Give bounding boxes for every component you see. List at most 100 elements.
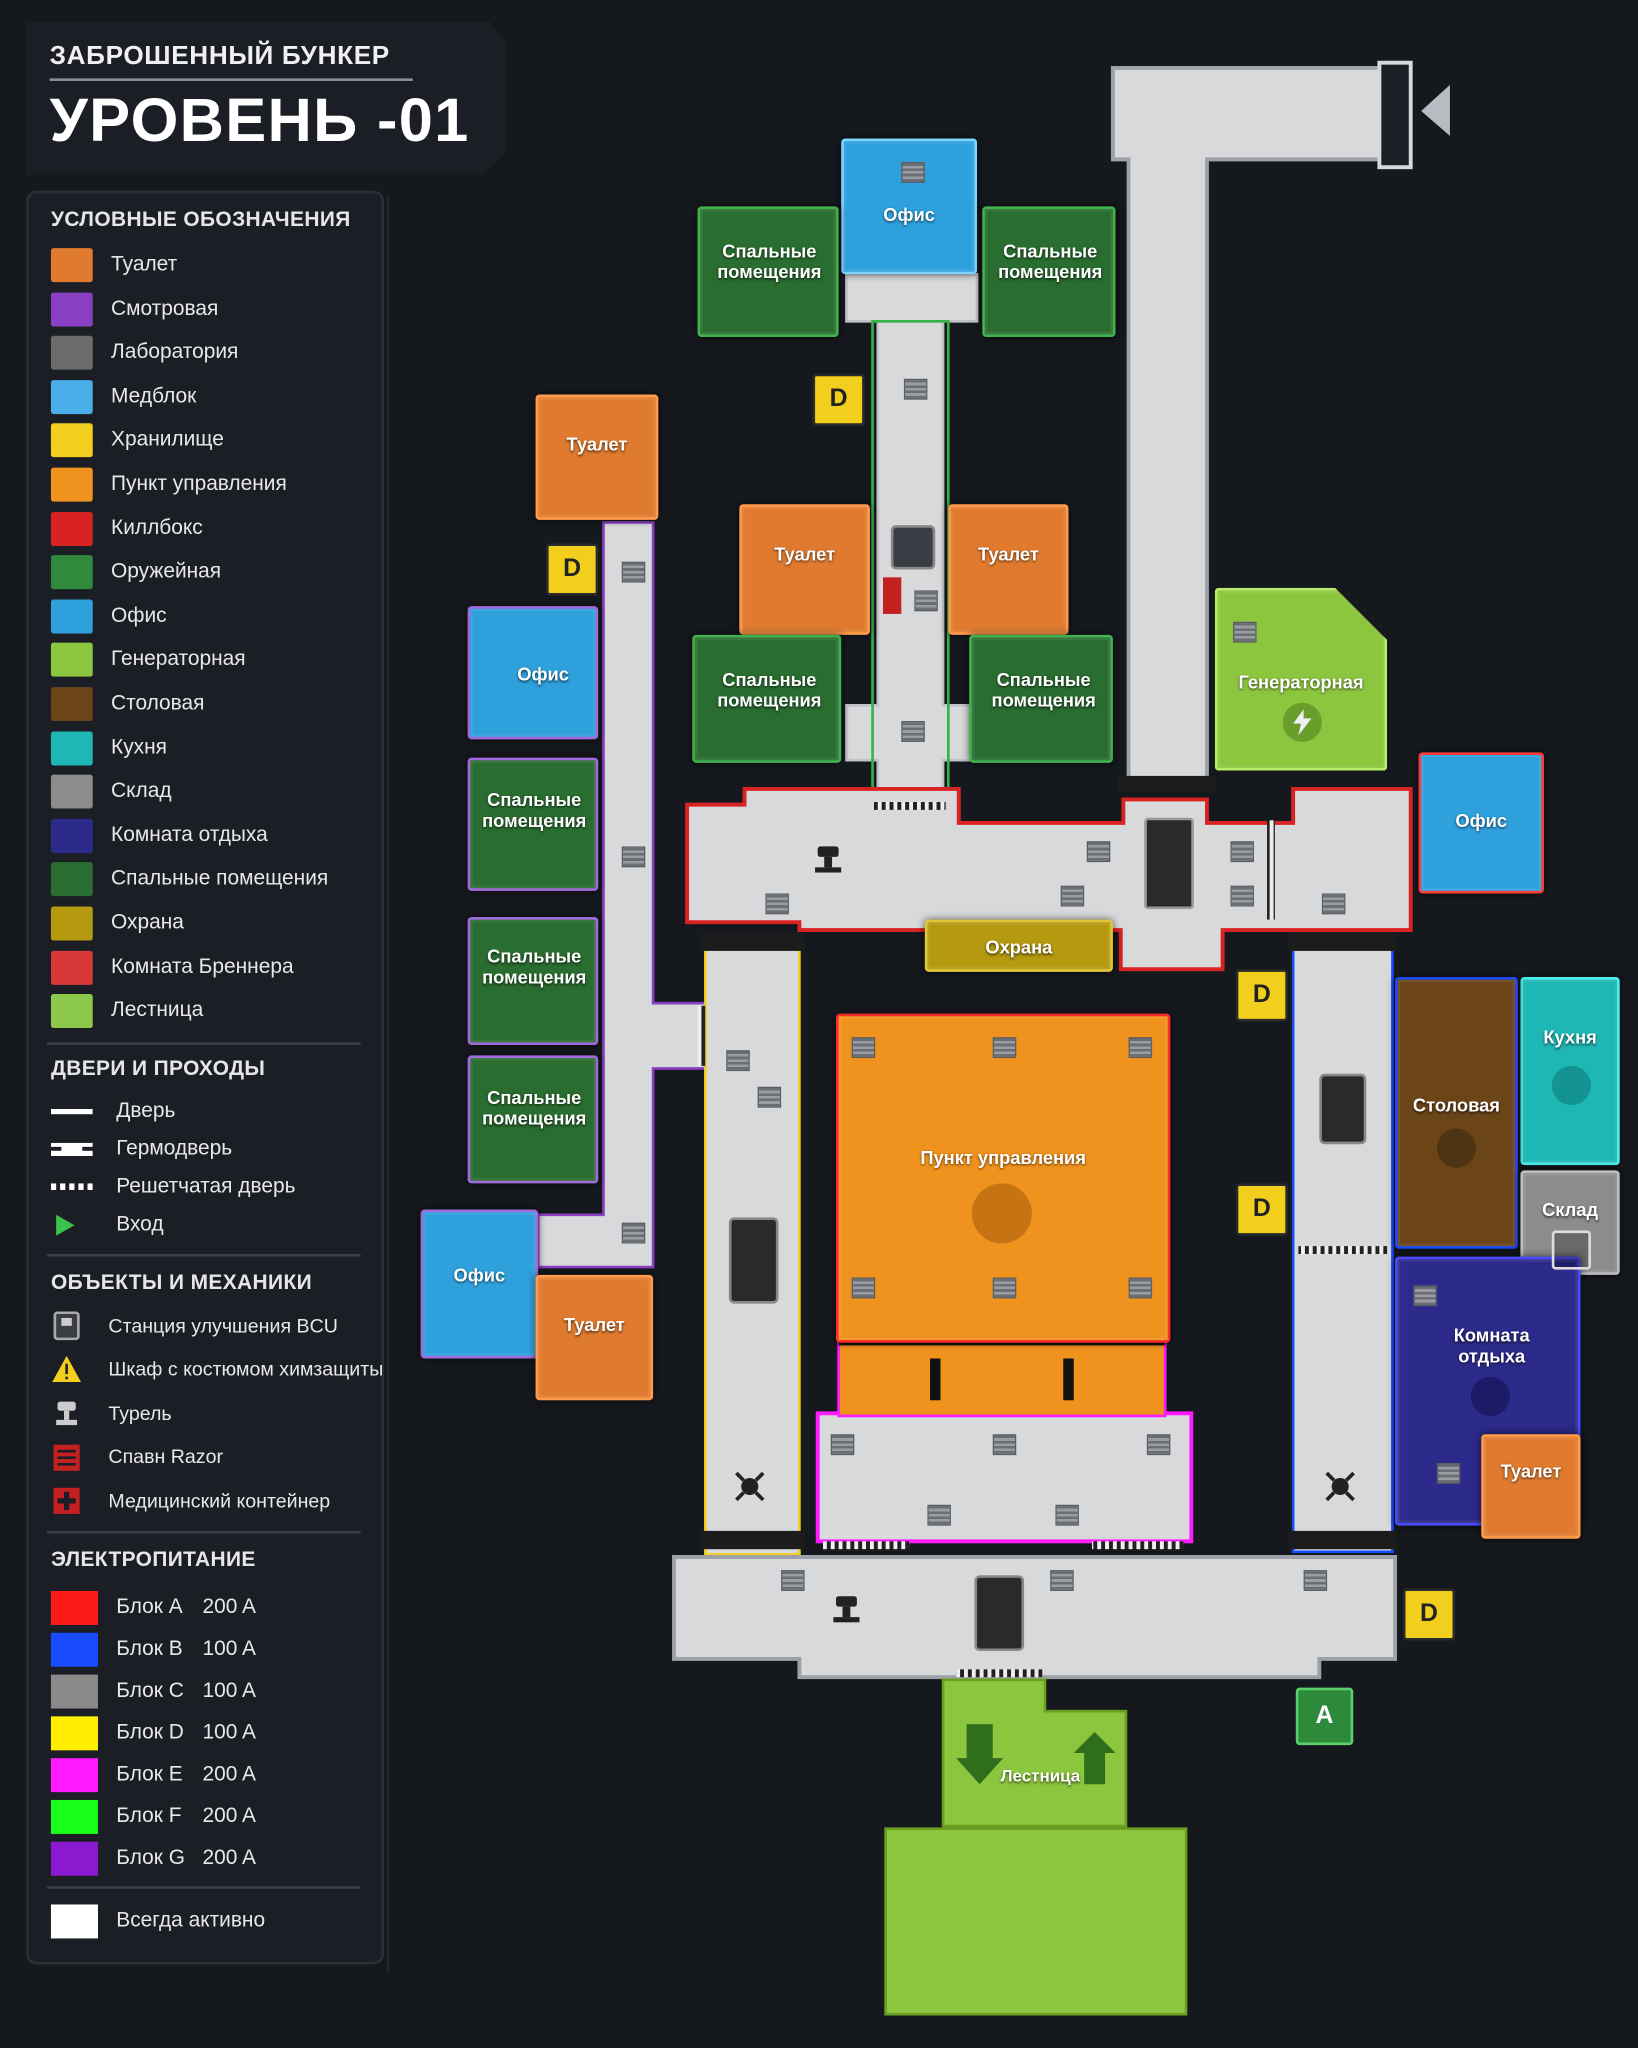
legend-divider — [47, 1042, 361, 1045]
room-office-right[interactable]: Офис — [1418, 752, 1544, 894]
room-office-left[interactable]: Офис — [467, 606, 599, 740]
razor-spawn-icon[interactable] — [883, 577, 902, 614]
room-toilet-mid-left[interactable]: Туалет — [739, 504, 870, 635]
room-sleep-left-3[interactable]: Спальные помещения — [467, 1055, 599, 1184]
room-label: Офис — [453, 1264, 506, 1286]
power-block-amperage: 200 A — [202, 1596, 256, 1619]
legend-divider — [47, 1253, 361, 1257]
legend-zone-item: Кухня — [50, 730, 167, 765]
room-generator[interactable]: Генераторная — [1214, 587, 1388, 771]
legend-object-label: Турель — [108, 1402, 172, 1425]
room-label: Пункт управления — [920, 1146, 1086, 1168]
turret-icon[interactable] — [731, 1468, 768, 1505]
room-sleep-left-1[interactable]: Спальные помещения — [467, 757, 599, 891]
power-block-name: Блок A — [116, 1596, 183, 1619]
vault-d-badge[interactable]: D — [1235, 1183, 1288, 1236]
grate-door — [1092, 1541, 1184, 1550]
room-security[interactable]: Охрана — [924, 919, 1113, 972]
room-toilet-mid-right[interactable]: Туалет — [948, 504, 1069, 635]
legend-swatch — [50, 248, 93, 283]
stairs-area — [941, 1678, 1128, 1828]
room-office-bottom-left[interactable]: Офис — [420, 1209, 539, 1359]
legend-zone-item: Хранилище — [50, 423, 224, 458]
legend-object-item: Шкаф с костюмом химзащиты — [51, 1353, 383, 1387]
upgrade-station-icon[interactable] — [974, 1575, 1025, 1652]
legend-power-item: Блок A 200 A — [50, 1590, 256, 1625]
power-block-name: Блок E — [116, 1763, 183, 1786]
main-corridor-bottom — [672, 1555, 1398, 1680]
room-kitchen[interactable]: Кухня — [1520, 977, 1620, 1166]
room-sleep-mid-right[interactable]: Спальные помещения — [969, 634, 1113, 763]
room-sleep-top-left[interactable]: Спальные помещения — [697, 206, 839, 338]
turret-icon[interactable] — [810, 841, 847, 878]
map-subtitle: ЗАБРОШЕННЫЙ БУНКЕР — [49, 41, 390, 71]
blast-door — [700, 1530, 805, 1550]
room-sleep-left-2[interactable]: Спальные помещения — [467, 916, 599, 1045]
room-sleep-mid-left[interactable]: Спальные помещения — [692, 634, 842, 763]
turret-icon[interactable] — [828, 1591, 865, 1628]
power-block-name: Блок F — [116, 1805, 182, 1828]
legend-zone-label: Комната отдыха — [111, 823, 268, 847]
legend-object-label: Спавн Razor — [108, 1445, 224, 1469]
vault-d-badge[interactable]: D — [546, 543, 599, 596]
entrance-a-badge[interactable]: A — [1295, 1687, 1354, 1746]
vault-d-badge[interactable]: D — [1235, 969, 1288, 1022]
legend-object-item: Турель — [51, 1396, 172, 1430]
vent-icon — [757, 1086, 782, 1108]
blast-door — [1118, 775, 1215, 792]
legend-power-heading: ЭЛЕКТРОПИТАНИЕ — [50, 1549, 256, 1572]
room-toilet-left-top[interactable]: Туалет — [535, 394, 659, 520]
room-office-top[interactable]: Офис — [841, 138, 978, 275]
upgrade-station-icon[interactable] — [890, 525, 936, 570]
vent-icon — [1233, 621, 1257, 643]
vent-icon — [781, 1570, 805, 1591]
stairs-lower — [884, 1827, 1188, 2016]
vent-icon — [765, 893, 789, 915]
room-label: Спальные помещения — [998, 240, 1103, 283]
map-title: УРОВЕНЬ -01 — [49, 84, 470, 155]
legend-door-label: Вход — [116, 1213, 164, 1236]
upgrade-station-icon[interactable] — [728, 1217, 779, 1304]
room-sleep-top-right[interactable]: Спальные помещения — [982, 206, 1116, 338]
legend-door-label: Решетчатая дверь — [116, 1175, 296, 1198]
legend-divider — [47, 1886, 361, 1889]
upgrade-station-icon[interactable] — [1319, 1073, 1367, 1145]
turret-icon[interactable] — [1322, 1468, 1359, 1505]
legend-zone-item: Охрана — [50, 906, 184, 941]
legend-door-label: Дверь — [116, 1099, 176, 1123]
legend-swatch — [50, 379, 93, 414]
vent-icon — [621, 561, 646, 583]
room-canteen[interactable]: Столовая — [1395, 977, 1518, 1249]
room-toilet-bottom-left[interactable]: Туалет — [535, 1274, 654, 1401]
medical-container-icon — [51, 1485, 85, 1516]
legend-always-on: Всегда активно — [50, 1904, 265, 1939]
room-label: Туалет — [774, 543, 836, 565]
legend-zone-label: Киллбокс — [111, 516, 203, 539]
room-label: Офис — [883, 203, 935, 225]
vent-icon — [914, 590, 938, 612]
power-block-amperage: 100 A — [202, 1638, 256, 1661]
legend-objects-heading: ОБЪЕКТЫ И МЕХАНИКИ — [50, 1272, 313, 1295]
legend-zone-item: Лестница — [50, 994, 203, 1029]
legend-doors-heading: ДВЕРИ И ПРОХОДЫ — [50, 1058, 266, 1081]
legend-zone-label: Оружейная — [111, 560, 222, 583]
legend-zone-label: Охрана — [111, 911, 184, 934]
legend-door-item: Дверь — [50, 1095, 176, 1129]
room-label: Комната отдыха — [1453, 1324, 1530, 1367]
legend-zone-label: Медблок — [111, 385, 197, 408]
room-label: Туалет — [1500, 1460, 1562, 1482]
hazard-locker-icon[interactable] — [1144, 817, 1194, 910]
power-swatch — [50, 1674, 98, 1709]
power-block-amperage: 100 A — [202, 1721, 256, 1744]
legend-zone-item: Смотровая — [50, 292, 218, 327]
vent-icon — [992, 1434, 1017, 1456]
vault-d-badge[interactable]: D — [1402, 1588, 1456, 1641]
cutlery-icon — [1436, 1128, 1477, 1168]
vault-d-badge[interactable]: D — [812, 373, 865, 426]
computer-icon — [971, 1183, 1032, 1244]
sofa-icon — [1470, 1376, 1510, 1416]
room-toilet-bottom-right[interactable]: Туалет — [1481, 1434, 1581, 1539]
vent-icon — [992, 1037, 1017, 1059]
